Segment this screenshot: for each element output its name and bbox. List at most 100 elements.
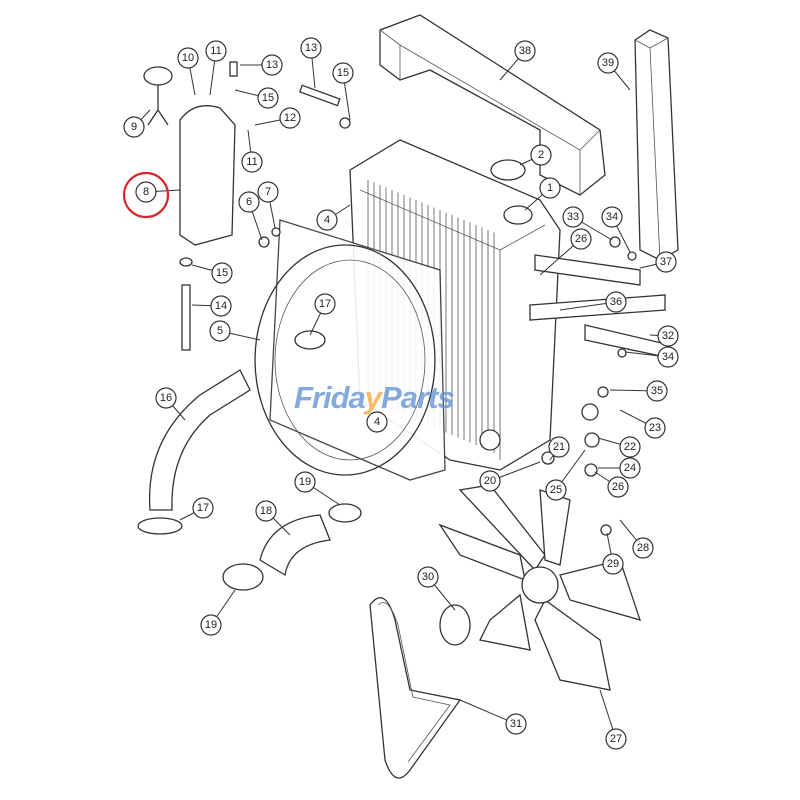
callout-number: 14 — [215, 300, 227, 312]
callout-33: 33 — [562, 206, 584, 228]
callout-35: 35 — [646, 380, 668, 402]
callout-12: 12 — [279, 107, 301, 129]
callout-24: 24 — [619, 457, 641, 479]
callout-number: 4 — [324, 214, 330, 226]
callout-number: 1 — [547, 182, 553, 194]
callout-number: 34 — [606, 211, 618, 223]
callout-15: 15 — [257, 87, 279, 109]
callout-number: 24 — [624, 462, 636, 474]
hardware — [258, 117, 637, 536]
callout-number: 36 — [610, 296, 622, 308]
callout-number: 37 — [660, 256, 672, 268]
callout-25: 25 — [545, 479, 567, 501]
callout-8: 8 — [135, 181, 157, 203]
callout-17: 17 — [314, 293, 336, 315]
callout-number: 16 — [160, 392, 172, 404]
callout-15: 15 — [332, 62, 354, 84]
callout-2: 2 — [530, 144, 552, 166]
callout-number: 11 — [210, 45, 221, 57]
callout-16: 16 — [155, 387, 177, 409]
hoses — [137, 330, 362, 591]
callout-20: 20 — [479, 470, 501, 492]
callout-22: 22 — [619, 436, 641, 458]
callout-26: 26 — [607, 476, 629, 498]
callout-number: 10 — [182, 52, 194, 64]
callout-number: 2 — [538, 149, 544, 161]
callout-number: 18 — [260, 505, 272, 517]
callout-7: 7 — [257, 181, 279, 203]
callout-number: 31 — [510, 718, 522, 730]
callout-number: 13 — [305, 42, 317, 54]
fan — [438, 484, 642, 691]
callout-18: 18 — [255, 500, 277, 522]
callout-number: 22 — [624, 441, 636, 453]
callout-number: 15 — [262, 92, 274, 104]
callout-21: 21 — [548, 436, 570, 458]
callout-26: 26 — [570, 228, 592, 250]
fan-shroud — [254, 219, 446, 481]
callout-number: 9 — [131, 121, 137, 133]
brackets — [229, 61, 671, 359]
callout-number: 17 — [319, 298, 331, 310]
callout-31: 31 — [505, 713, 527, 735]
callout-number: 19 — [205, 619, 217, 631]
callout-number: 34 — [662, 351, 674, 363]
callout-number: 11 — [246, 156, 257, 168]
overflow-tank — [143, 66, 236, 351]
callout-number: 35 — [651, 385, 663, 397]
watermark-text: Parts — [381, 380, 455, 415]
callout-27: 27 — [605, 728, 627, 750]
callout-number: 39 — [602, 57, 614, 69]
callout-4: 4 — [366, 411, 388, 433]
callout-number: 13 — [266, 59, 278, 71]
callout-38: 38 — [514, 40, 536, 62]
callout-number: 23 — [649, 422, 661, 434]
callout-34: 34 — [601, 206, 623, 228]
callout-number: 25 — [550, 484, 562, 496]
callout-number: 5 — [217, 325, 223, 337]
callout-36: 36 — [605, 291, 627, 313]
callout-number: 8 — [143, 186, 149, 198]
callout-number: 19 — [299, 476, 311, 488]
callout-19: 19 — [294, 471, 316, 493]
callout-34: 34 — [657, 346, 679, 368]
callout-number: 30 — [422, 571, 434, 583]
callout-37: 37 — [655, 251, 677, 273]
callout-number: 33 — [567, 211, 579, 223]
callout-number: 38 — [519, 45, 531, 57]
callout-9: 9 — [123, 116, 145, 138]
callout-number: 15 — [216, 267, 228, 279]
callout-13: 13 — [261, 54, 283, 76]
radiator-cap — [490, 159, 526, 181]
callout-number: 7 — [265, 186, 271, 198]
callout-28: 28 — [632, 537, 654, 559]
callout-32: 32 — [657, 325, 679, 347]
callout-19: 19 — [200, 614, 222, 636]
highlight-circle — [122, 171, 170, 219]
callout-number: 26 — [612, 481, 624, 493]
callout-number: 26 — [575, 233, 587, 245]
callout-5: 5 — [209, 320, 231, 342]
callout-number: 17 — [197, 502, 209, 514]
callout-number: 29 — [607, 558, 619, 570]
callout-4: 4 — [316, 209, 338, 231]
callout-number: 4 — [374, 416, 380, 428]
watermark-logo: FridayParts — [294, 380, 455, 416]
callout-11: 11 — [205, 40, 227, 62]
callout-number: 28 — [637, 542, 649, 554]
callout-30: 30 — [417, 566, 439, 588]
callout-15: 15 — [211, 262, 233, 284]
callout-29: 29 — [602, 553, 624, 575]
callout-6: 6 — [238, 191, 260, 213]
callout-number: 27 — [610, 733, 622, 745]
callout-14: 14 — [210, 295, 232, 317]
foam-block-39 — [634, 29, 679, 261]
callout-11: 11 — [241, 151, 263, 173]
callout-number: 20 — [484, 475, 496, 487]
callout-number: 15 — [337, 67, 349, 79]
callout-1: 1 — [539, 177, 561, 199]
callout-39: 39 — [597, 52, 619, 74]
callout-23: 23 — [644, 417, 666, 439]
callout-number: 21 — [553, 441, 565, 453]
